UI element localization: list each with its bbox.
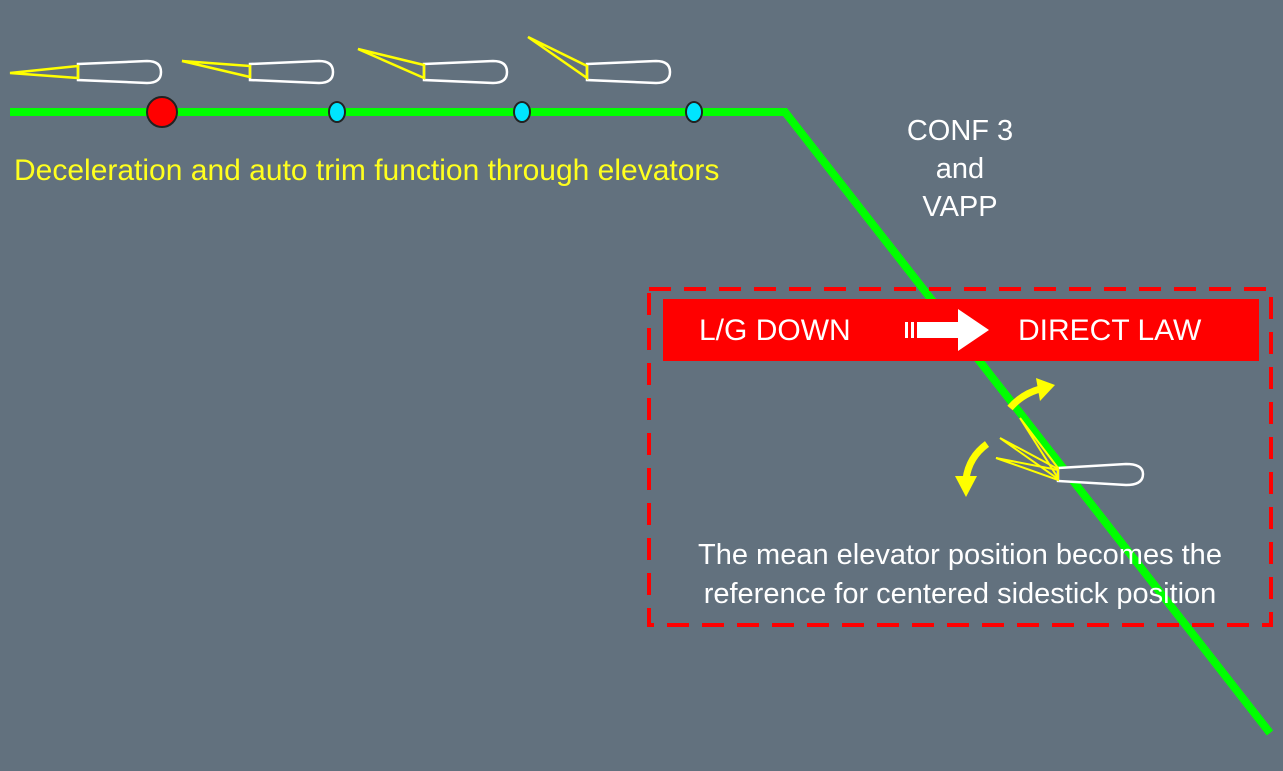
conf3-vapp-label: CONF 3 and VAPP [880, 112, 1040, 226]
conf-line-3: VAPP [922, 191, 998, 223]
elevator-icon-5c [995, 457, 1059, 482]
direct-law-banner: L/G DOWN DIRECT LAW [663, 299, 1259, 361]
stabilizer-icon-4 [527, 35, 672, 85]
mean-line-2: reference for centered sidestick positio… [703, 578, 1217, 610]
marker-cyan-dot-3 [685, 101, 703, 123]
mean-line-1: The mean elevator position becomes the [698, 539, 1222, 571]
stabilizer-icon-5 [995, 417, 1145, 487]
elevator-icon-2 [181, 59, 252, 79]
stabilizer-icon-3 [357, 47, 509, 85]
marker-red-dot [146, 96, 178, 128]
flight-path-line [10, 108, 1274, 736]
elevator-icon-3 [357, 47, 426, 80]
direct-law-dashed-box [647, 287, 1273, 627]
marker-cyan-dot-1 [328, 101, 346, 123]
stabilizer-icon-2 [181, 59, 335, 85]
elevator-icon-1 [9, 64, 80, 80]
curved-arrows-icon [955, 378, 1055, 497]
marker-cyan-dot-2 [513, 101, 531, 123]
stabilizer-icon-1 [9, 59, 163, 85]
direct-law-label: DIRECT LAW [1018, 314, 1202, 347]
elevator-icon-4 [527, 35, 589, 81]
lg-down-label: L/G DOWN [699, 314, 851, 347]
mean-elevator-caption: The mean elevator position becomes the r… [650, 536, 1270, 614]
deceleration-caption: Deceleration and auto trim function thro… [14, 154, 720, 187]
transition-arrow-icon [905, 309, 989, 351]
conf-line-1: CONF 3 [906, 115, 1014, 147]
conf-line-2: and [935, 153, 985, 185]
